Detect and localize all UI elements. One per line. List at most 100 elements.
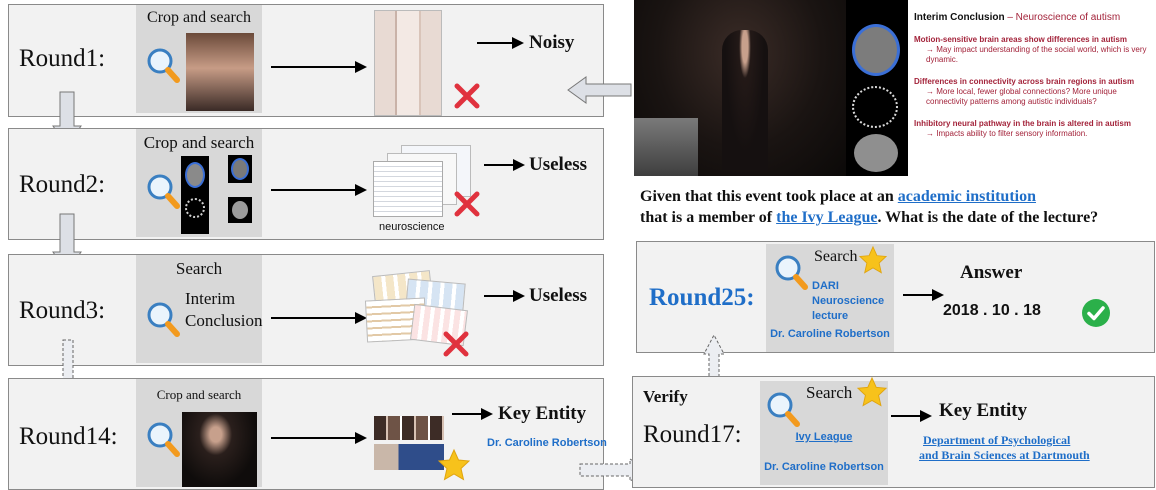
round25-box-title: Search bbox=[814, 248, 858, 265]
round1-panel: Round1: Crop and search Noisy bbox=[8, 4, 604, 117]
round1-results-thumbnail bbox=[374, 10, 442, 116]
cross-icon bbox=[454, 191, 480, 217]
search-icon bbox=[147, 174, 180, 209]
round2-result-caption: neuroscience bbox=[379, 221, 445, 233]
round17-entity-line2[interactable]: and Brain Sciences at Dartmouth bbox=[919, 448, 1090, 462]
brain-scan-small-1 bbox=[228, 155, 252, 183]
round14-results-thumbnail bbox=[374, 416, 444, 472]
round3-result-arrow bbox=[484, 295, 514, 297]
search-icon bbox=[147, 422, 180, 457]
round2-result: Useless bbox=[529, 154, 588, 175]
round3-panel: Round3: Search Interim Conclusion Useles… bbox=[8, 254, 604, 366]
search-icon bbox=[147, 48, 180, 83]
star-icon bbox=[437, 448, 471, 481]
round3-query-box: Search Interim Conclusion bbox=[136, 255, 262, 363]
search-icon bbox=[147, 302, 180, 337]
round25-label: Round25: bbox=[649, 284, 755, 311]
round25-arrow bbox=[903, 294, 933, 296]
cross-icon bbox=[443, 331, 469, 357]
round1-label: Round1: bbox=[19, 45, 106, 72]
speaker-photo-crop bbox=[182, 412, 257, 487]
round25-query-line4: Dr. Caroline Robertson bbox=[770, 328, 890, 340]
arrow-icon bbox=[355, 61, 367, 73]
question-part3: . What is the date of the lecture? bbox=[877, 209, 1099, 226]
round2-result-arrow bbox=[484, 164, 514, 166]
question-link-academic-institution[interactable]: academic institution bbox=[897, 188, 1036, 205]
arrow-icon bbox=[355, 184, 367, 196]
check-icon bbox=[1082, 299, 1110, 327]
round14-arrow bbox=[271, 437, 355, 439]
slide-point1-sub: → May impact understanding of the social… bbox=[926, 45, 1147, 64]
round2-label: Round2: bbox=[19, 171, 106, 198]
arrow-icon bbox=[355, 312, 367, 324]
arrow-icon bbox=[513, 290, 525, 302]
round14-entity: Dr. Caroline Robertson bbox=[487, 437, 607, 449]
round1-arrow bbox=[271, 66, 355, 68]
speaker-figure bbox=[722, 30, 768, 170]
round1-result: Noisy bbox=[529, 32, 575, 53]
question-link-ivy-league[interactable]: the Ivy League bbox=[776, 209, 878, 226]
slide-point1-head: Motion-sensitive brain areas show differ… bbox=[914, 35, 1127, 44]
arrow-icon bbox=[932, 289, 944, 301]
star-icon bbox=[858, 245, 888, 274]
round17-panel: Verify Round17: Search Ivy League Dr. Ca… bbox=[632, 376, 1155, 488]
arrow-icon bbox=[481, 408, 493, 420]
round17-query1: Ivy League bbox=[795, 431, 853, 443]
slide-brain-panel bbox=[846, 0, 908, 176]
arrow-icon bbox=[355, 432, 367, 444]
round25-answer: 2018 . 10 . 18 bbox=[943, 302, 1041, 319]
round17-result: Key Entity bbox=[939, 400, 1028, 421]
star-icon bbox=[856, 376, 888, 407]
round1-result-arrow bbox=[477, 42, 513, 44]
round3-result: Useless bbox=[529, 285, 588, 306]
round3-query-line2: Conclusion bbox=[185, 311, 263, 330]
search-icon bbox=[775, 255, 808, 290]
round2-results-thumbnail bbox=[371, 145, 471, 217]
search-icon bbox=[767, 392, 800, 427]
round3-box-title: Search bbox=[175, 259, 223, 278]
slide-title-bold: Interim Conclusion bbox=[914, 12, 1005, 23]
cross-icon bbox=[454, 83, 480, 109]
slide-point3-sub: → Impacts ability to filter sensory info… bbox=[926, 129, 1088, 138]
slide-text-panel: Interim Conclusion – Neuroscience of aut… bbox=[908, 0, 1156, 176]
round14-result: Key Entity bbox=[498, 403, 587, 424]
podium bbox=[634, 118, 698, 176]
slide-point2-head: Differences in connectivity across brain… bbox=[914, 77, 1135, 86]
question-text: Given that this event took place at an a… bbox=[640, 186, 1156, 228]
arrow-icon bbox=[513, 159, 525, 171]
question-part2: that is a member of bbox=[640, 209, 777, 226]
round17-query2: Dr. Caroline Robertson bbox=[764, 461, 884, 473]
round17-verify: Verify bbox=[643, 387, 688, 406]
round14-query-box: Crop and search bbox=[136, 379, 262, 487]
round2-box-title: Crop and search bbox=[143, 133, 255, 152]
round25-query-line2: Neuroscience bbox=[812, 295, 885, 307]
hollow-arrow-left bbox=[567, 76, 632, 104]
round2-panel: Round2: Crop and search neuroscience Use… bbox=[8, 128, 604, 240]
round17-label: Round17: bbox=[643, 421, 742, 448]
arrow-icon bbox=[920, 410, 932, 422]
round3-query-line1: Interim bbox=[185, 289, 236, 308]
brain-scans-crop bbox=[181, 156, 209, 234]
speaker-face-crop bbox=[186, 33, 254, 111]
lecture-video-frame bbox=[634, 0, 846, 176]
slide-title-rest: – Neuroscience of autism bbox=[1004, 12, 1121, 23]
round2-arrow bbox=[271, 189, 355, 191]
brain-scan-small-2 bbox=[228, 197, 252, 223]
round25-panel: Round25: Search DARI Neuroscience lectur… bbox=[636, 241, 1155, 353]
question-part1: Given that this event took place at an bbox=[640, 188, 898, 205]
round17-entity-line1[interactable]: Department of Psychological bbox=[923, 433, 1071, 447]
arrow-icon bbox=[512, 37, 524, 49]
round25-query-line3: lecture bbox=[812, 310, 849, 322]
round3-arrow bbox=[271, 317, 355, 319]
round14-label: Round14: bbox=[19, 423, 118, 450]
round14-box-title: Crop and search bbox=[156, 387, 242, 402]
round1-box-title: Crop and search bbox=[147, 9, 251, 26]
round25-query-line1: DARI bbox=[812, 280, 839, 292]
round17-query-box: Search Ivy League Dr. Caroline Robertson bbox=[760, 376, 888, 485]
round17-box-title: Search bbox=[806, 383, 853, 402]
round14-result-arrow bbox=[452, 413, 482, 415]
round3-label: Round3: bbox=[19, 297, 106, 324]
round14-panel: Round14: Crop and search Key Entity Dr. … bbox=[8, 378, 607, 490]
round1-query-box: Crop and search bbox=[136, 5, 262, 113]
round2-query-box: Crop and search bbox=[136, 129, 262, 237]
